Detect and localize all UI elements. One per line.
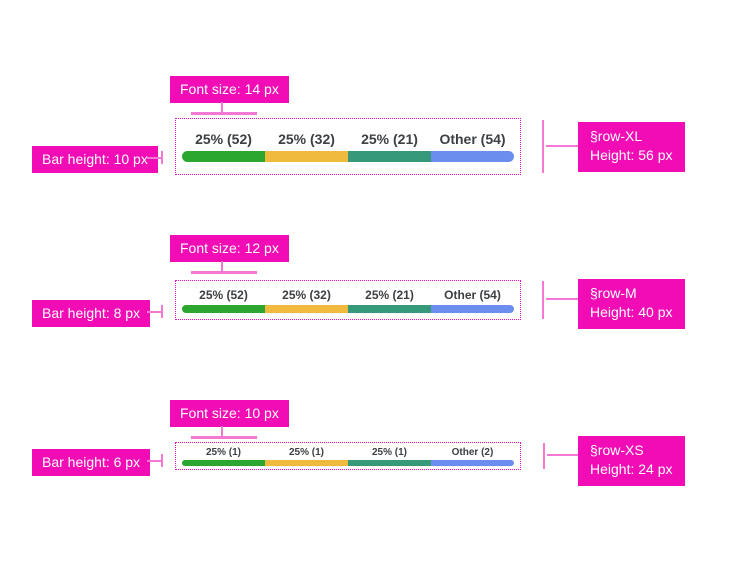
connector-line (147, 311, 161, 313)
segment-label: 25% (21) (361, 131, 418, 147)
connector-line (547, 454, 578, 456)
bar-segment-teal (348, 459, 431, 466)
font-size-annotation-xs: Font size: 10 px (170, 400, 289, 427)
connector-line (161, 454, 163, 467)
bar-segment-blue (431, 304, 514, 313)
segment-label: 25% (1) (371, 446, 407, 458)
connector-line (546, 145, 578, 147)
connector-line (161, 305, 163, 318)
row-spec-box-xl: 25% (52) 25% (32) 25% (21) Other (54) (175, 118, 521, 175)
row-name-label: §row-XS (590, 442, 644, 458)
row-height-annotation-xs: §row-XS Height: 24 px (578, 436, 685, 486)
stacked-bar (182, 304, 514, 313)
segment-label: Other (54) (439, 131, 506, 147)
connector-line (147, 157, 161, 159)
bar-segment-teal (348, 304, 431, 313)
font-size-annotation-m: Font size: 12 px (170, 235, 289, 262)
connector-line (191, 271, 257, 274)
bar-segment-yellow (265, 304, 348, 313)
segment-labels-row: 25% (52) 25% (32) 25% (21) Other (54) (182, 131, 514, 147)
row-name-label: §row-XL (590, 128, 643, 144)
bar-segment-green (182, 151, 265, 162)
segment-label: 25% (21) (365, 287, 414, 302)
bar-segment-yellow (265, 151, 348, 162)
bar-segment-green (182, 304, 265, 313)
connector-line (221, 102, 223, 113)
bar-height-annotation-m: Bar height: 8 px (32, 300, 151, 327)
connector-line (542, 120, 544, 173)
segment-label: 25% (1) (205, 446, 241, 458)
segment-label: 25% (52) (195, 131, 252, 147)
segment-label: 25% (1) (288, 446, 324, 458)
connector-line (546, 298, 578, 300)
row-height-label: Height: 56 px (590, 147, 673, 163)
segment-labels-row: 25% (1) 25% (1) 25% (1) Other (2) (182, 447, 514, 458)
connector-line (191, 112, 257, 115)
connector-line (221, 261, 223, 272)
segment-label: Other (54) (444, 287, 501, 302)
segment-label: 25% (52) (199, 287, 248, 302)
row-height-annotation-m: §row-M Height: 40 px (578, 279, 685, 329)
connector-line (147, 460, 161, 462)
stacked-bar (182, 459, 514, 466)
bar-segment-yellow (265, 459, 348, 466)
bar-segment-blue (431, 151, 514, 162)
bar-height-annotation-xl: Bar height: 10 px (32, 146, 158, 173)
bar-height-annotation-xs: Bar height: 6 px (32, 449, 151, 476)
font-size-annotation-xl: Font size: 14 px (170, 76, 289, 103)
stacked-bar (182, 151, 514, 162)
segment-label: Other (2) (451, 446, 494, 458)
bar-segment-teal (348, 151, 431, 162)
connector-line (161, 151, 163, 164)
bar-segment-green (182, 459, 265, 466)
segment-label: 25% (32) (278, 131, 335, 147)
segment-label: 25% (32) (282, 287, 331, 302)
connector-line (542, 281, 544, 319)
bar-segment-blue (431, 459, 514, 466)
connector-line (543, 443, 545, 469)
row-height-label: Height: 24 px (590, 461, 673, 477)
row-spec-box-xs: 25% (1) 25% (1) 25% (1) Other (2) (175, 442, 521, 470)
connector-line (221, 426, 223, 437)
segment-labels-row: 25% (52) 25% (32) 25% (21) Other (54) (182, 288, 514, 302)
row-spec-box-m: 25% (52) 25% (32) 25% (21) Other (54) (175, 280, 521, 320)
row-height-annotation-xl: §row-XL Height: 56 px (578, 122, 685, 172)
row-height-label: Height: 40 px (590, 304, 673, 320)
connector-line (191, 436, 257, 439)
row-name-label: §row-M (590, 285, 637, 301)
